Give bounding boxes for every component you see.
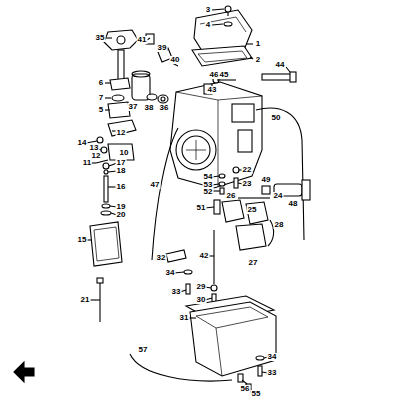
callout-number: 29	[196, 283, 207, 291]
callout-number: 57	[138, 346, 149, 354]
callout-number: 30	[196, 296, 207, 304]
callout-number: 23	[242, 180, 253, 188]
callout-number: 11	[82, 159, 92, 167]
callout-number: 19	[116, 203, 127, 211]
callout-number: 26	[226, 192, 237, 200]
callout-number: 35	[95, 34, 106, 42]
callout-number: 47	[150, 181, 161, 189]
callout-number: 5	[98, 106, 104, 114]
callout-number: 50	[271, 114, 282, 122]
callout-number: 24	[273, 192, 284, 200]
callout-number: 6	[98, 79, 104, 87]
callout-number: 10	[119, 149, 130, 157]
callout-number: 38	[144, 104, 155, 112]
callout-number: 54	[203, 173, 214, 181]
callout-number: 2	[255, 56, 261, 64]
callout-number: 22	[242, 166, 253, 174]
callout-number: 44	[275, 61, 286, 69]
callout-number: 36	[159, 104, 170, 112]
callout-number: 31	[179, 314, 190, 322]
callout-number: 16	[116, 183, 127, 191]
callout-number: 18	[116, 167, 127, 175]
callout-number: 56	[240, 385, 251, 393]
callout-number: 27	[248, 259, 259, 267]
callout-number: 15	[77, 236, 88, 244]
callout-number: 34	[267, 353, 278, 361]
callout-number: 17	[116, 159, 127, 167]
callout-number: 39	[157, 44, 168, 52]
callout-number: 12	[116, 129, 127, 137]
callout-number: 28	[274, 221, 285, 229]
callout-number: 43	[207, 86, 218, 94]
callout-number: 41	[137, 36, 148, 44]
callout-number: 3	[205, 6, 211, 14]
callout-number: 34	[165, 269, 176, 277]
callout-number: 33	[171, 288, 182, 296]
callout-number: 42	[199, 252, 210, 260]
callout-number: 40	[170, 56, 181, 64]
callout-number: 45	[219, 71, 230, 79]
callout-number: 20	[116, 211, 127, 219]
callout-number: 55	[251, 390, 262, 398]
callout-number: 52	[203, 188, 214, 196]
callout-number: 33	[267, 369, 278, 377]
callout-number: 21	[80, 296, 91, 304]
callout-number: 14	[77, 139, 88, 147]
callout-number: 25	[247, 206, 258, 214]
callout-number: 7	[98, 94, 104, 102]
callout-number: 51	[196, 204, 207, 212]
callout-number: 49	[261, 176, 272, 184]
callout-number: 37	[128, 103, 139, 111]
callout-number: 1	[255, 40, 261, 48]
callout-number: 13	[89, 144, 100, 152]
callout-number: 4	[205, 21, 211, 29]
callout-number: 32	[156, 254, 167, 262]
callout-number: 48	[288, 200, 299, 208]
